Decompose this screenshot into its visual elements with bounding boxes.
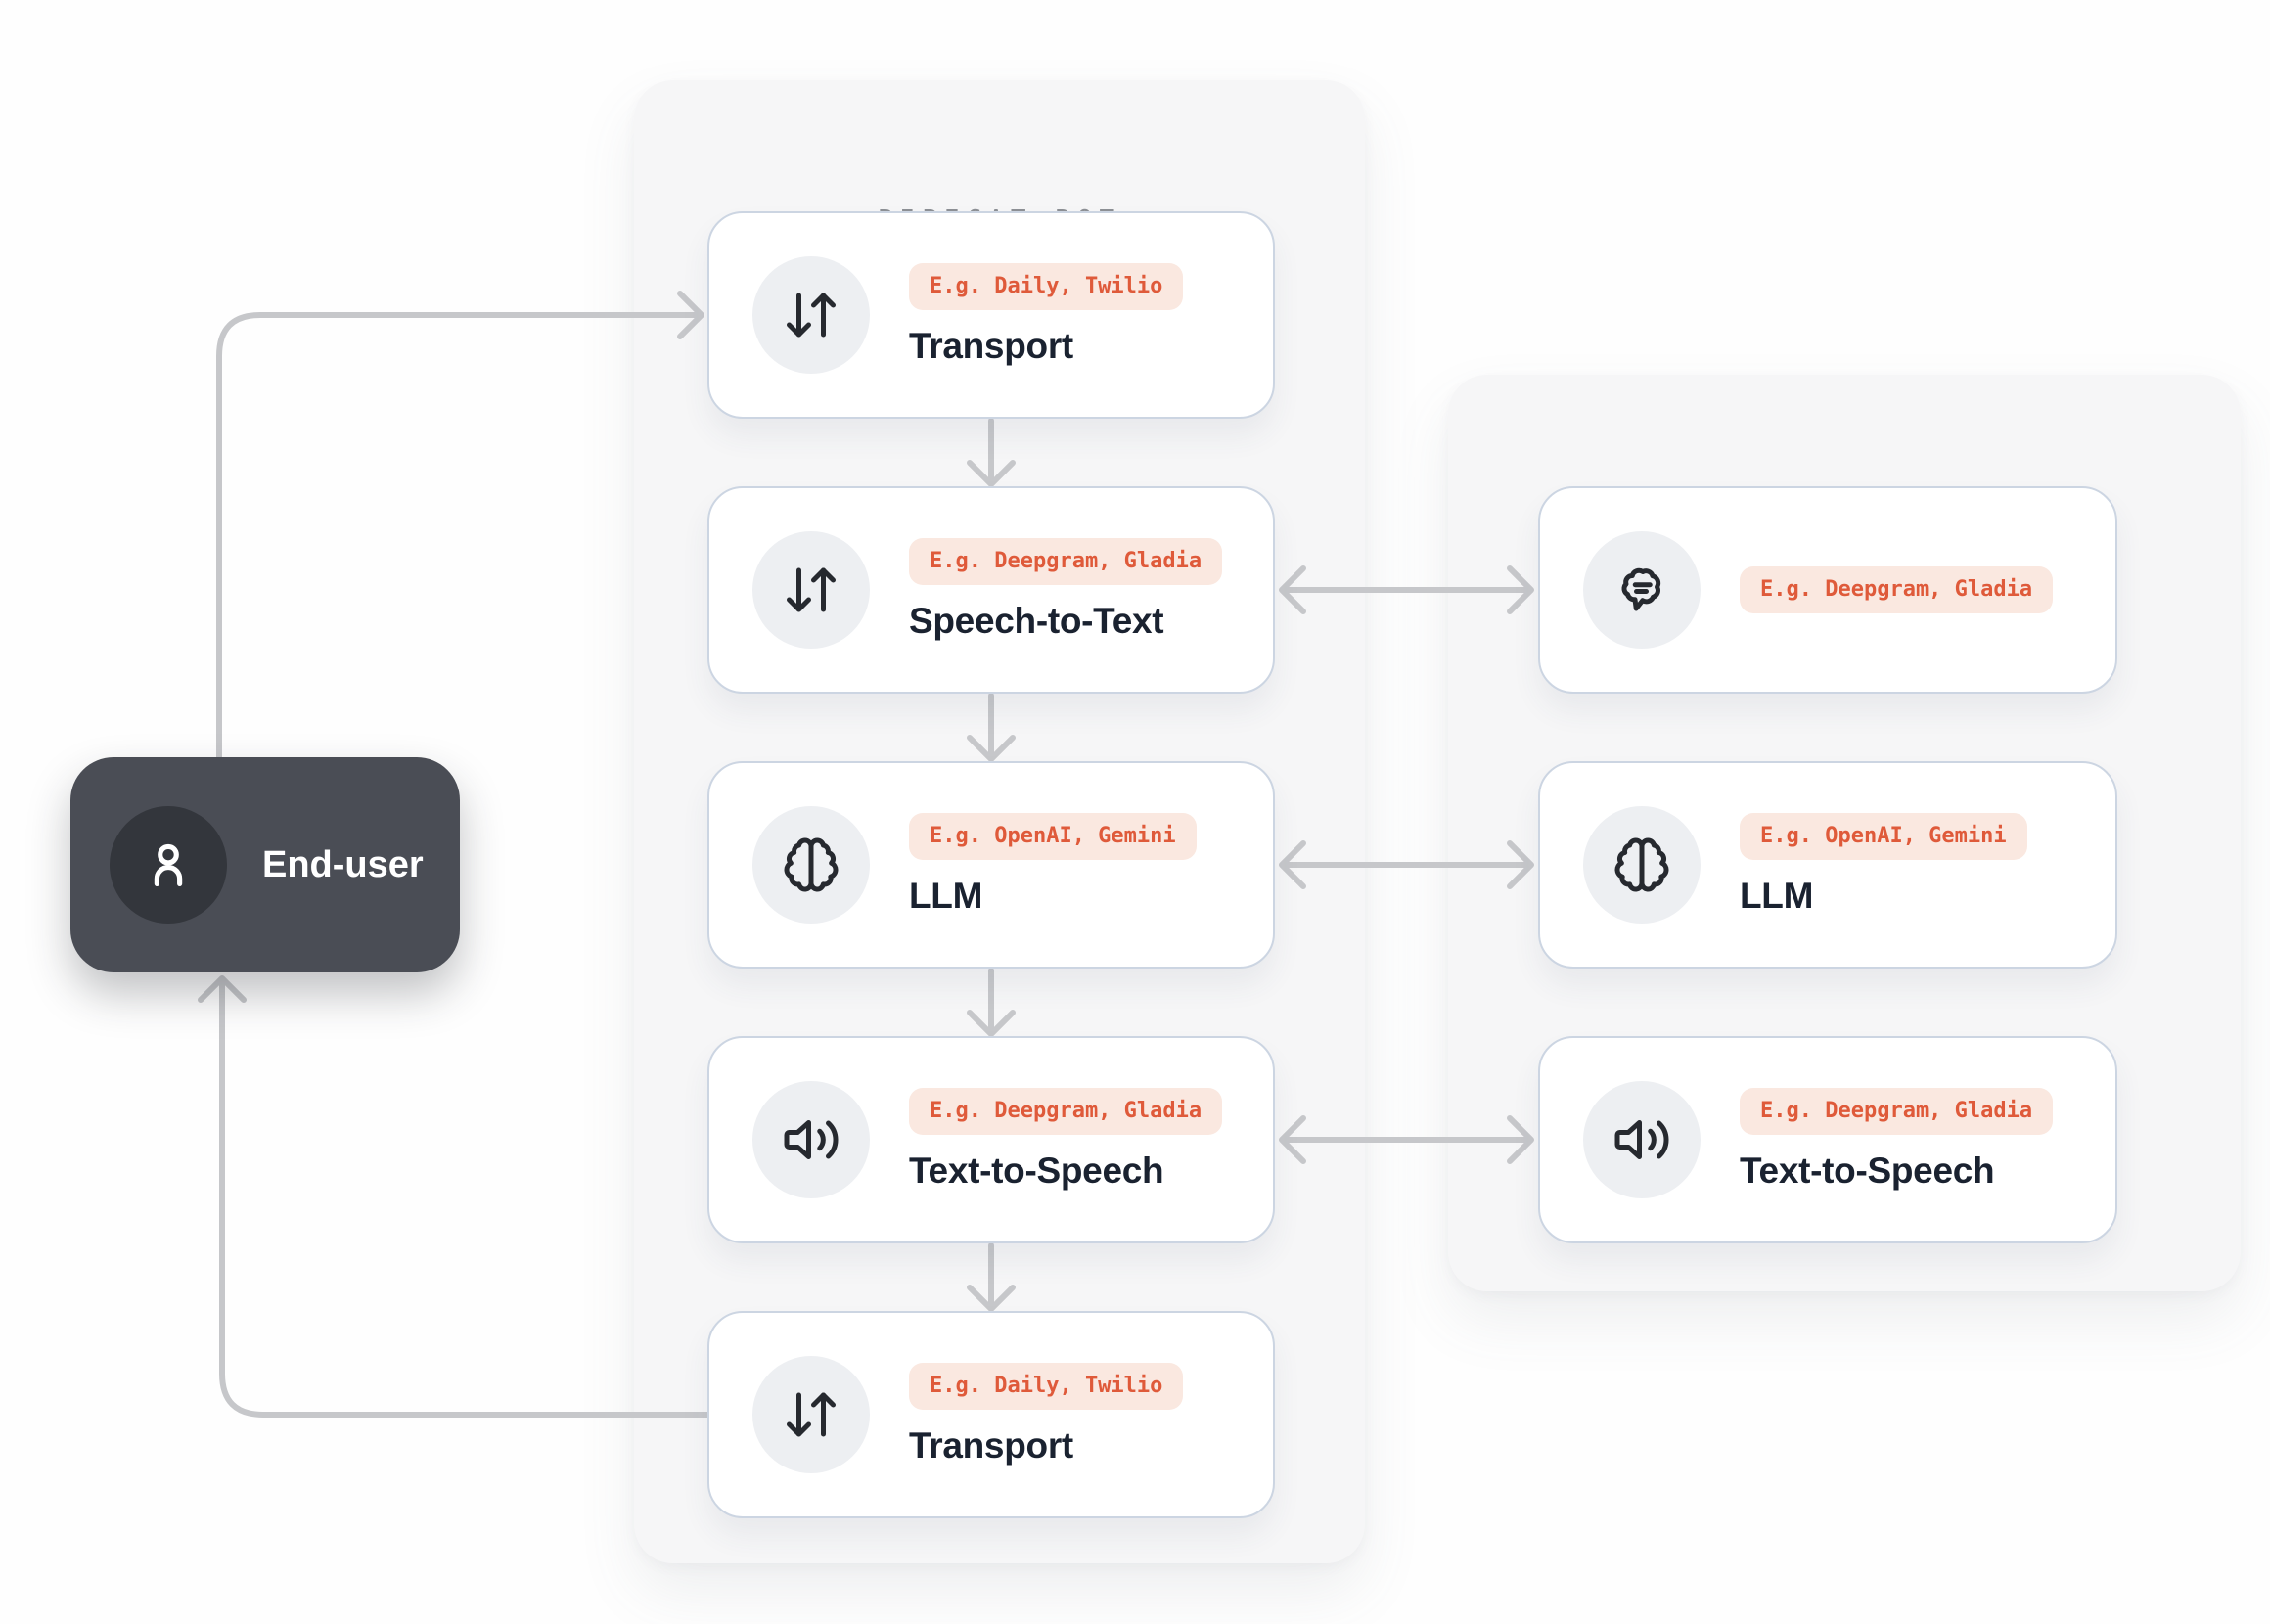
end-user-node: End-user — [70, 757, 460, 972]
examples-badge: E.g. Deepgram, Gladia — [1740, 1088, 2054, 1135]
examples-badge: E.g. Daily, Twilio — [909, 1363, 1184, 1410]
pipecat-node-transport-out: E.g. Daily, Twilio Transport — [707, 1311, 1275, 1518]
ai-node-text-to-speech: E.g. Deepgram, Gladia Text-to-Speech — [1538, 1036, 2117, 1243]
ai-node-llm: E.g. OpenAI, Gemini LLM — [1538, 761, 2117, 969]
examples-badge: E.g. Daily, Twilio — [909, 263, 1184, 310]
node-title: LLM — [909, 876, 983, 916]
user-icon — [110, 806, 227, 924]
examples-badge: E.g. Deepgram, Gladia — [1740, 566, 2054, 613]
ai-node-speech-service: E.g. Deepgram, Gladia — [1538, 486, 2117, 694]
end-user-label: End-user — [262, 843, 424, 885]
pipecat-node-transport-in: E.g. Daily, Twilio Transport — [707, 211, 1275, 419]
arrows-down-up-icon — [752, 256, 870, 374]
node-title: LLM — [1740, 876, 1814, 916]
examples-badge: E.g. Deepgram, Gladia — [909, 538, 1223, 585]
node-title: Transport — [909, 1425, 1073, 1466]
node-title: Speech-to-Text — [909, 601, 1164, 641]
examples-badge: E.g. Deepgram, Gladia — [909, 1088, 1223, 1135]
speaker-icon — [1583, 1081, 1701, 1198]
brain-icon — [1583, 806, 1701, 924]
arrows-down-up-icon — [752, 1356, 870, 1473]
node-title: Transport — [909, 326, 1073, 366]
chat-bubble-icon — [1583, 531, 1701, 649]
node-title: Text-to-Speech — [909, 1150, 1164, 1191]
pipecat-node-llm: E.g. OpenAI, Gemini LLM — [707, 761, 1275, 969]
speaker-icon — [752, 1081, 870, 1198]
pipecat-node-text-to-speech: E.g. Deepgram, Gladia Text-to-Speech — [707, 1036, 1275, 1243]
examples-badge: E.g. OpenAI, Gemini — [909, 813, 1197, 860]
brain-icon — [752, 806, 870, 924]
arrows-down-up-icon — [752, 531, 870, 649]
examples-badge: E.g. OpenAI, Gemini — [1740, 813, 2027, 860]
pipecat-node-speech-to-text: E.g. Deepgram, Gladia Speech-to-Text — [707, 486, 1275, 694]
node-title: Text-to-Speech — [1740, 1150, 1995, 1191]
